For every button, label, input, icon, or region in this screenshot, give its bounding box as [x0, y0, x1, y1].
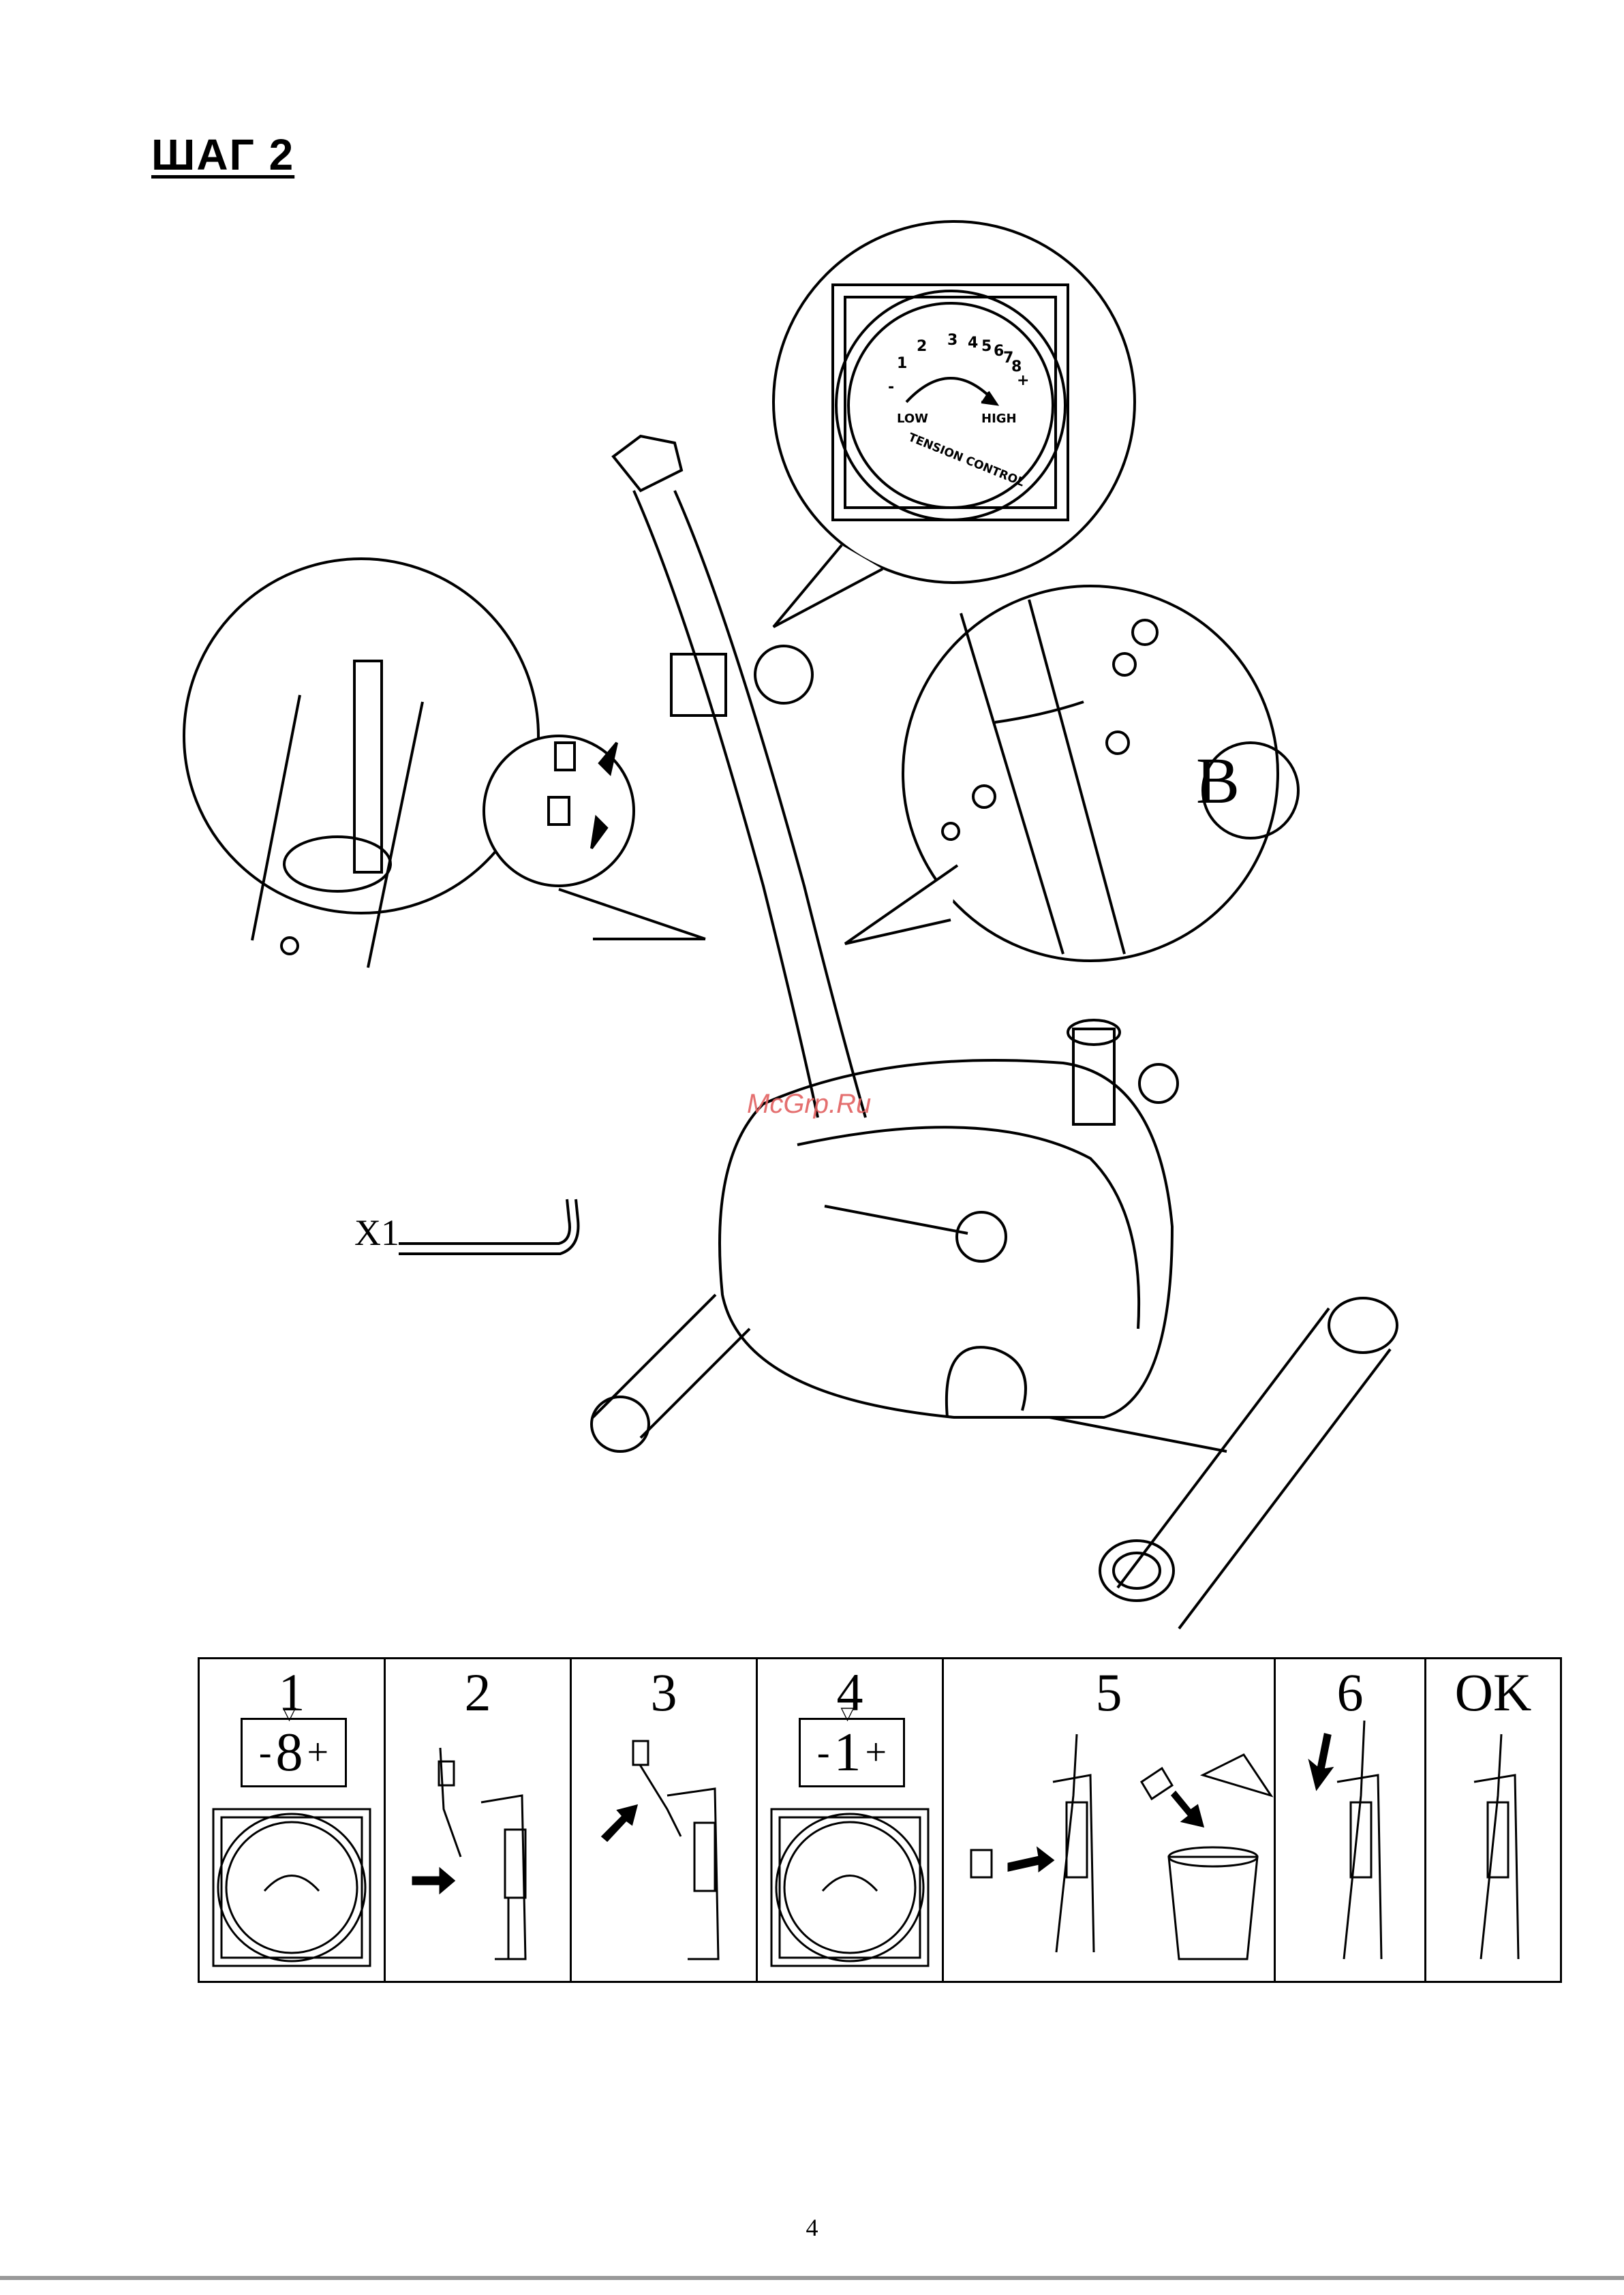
zoom-b-label: B	[1196, 743, 1240, 818]
step-2: 2	[386, 1659, 572, 1981]
allen-key-icon	[399, 1199, 578, 1254]
step-3: 3	[572, 1659, 758, 1981]
tension-dial-zoom: LOW HIGH TENSION CONTROL - 1 2 3 4 5 6 7…	[773, 221, 1135, 627]
dial-high-label: HIGH	[981, 412, 1017, 426]
step-ok: OK	[1426, 1659, 1560, 1981]
cable-connection-zoom	[184, 559, 709, 968]
dial-num-1: 1	[897, 355, 907, 372]
dial-control-label: TENSION CONTROL	[906, 431, 1026, 490]
cable-disconnect-icon	[386, 1659, 570, 1981]
dial-low-label: LOW	[897, 412, 928, 426]
cable-insert-icon	[572, 1659, 756, 1981]
step-5: 5	[944, 1659, 1276, 1981]
dial-num-4: 4	[968, 335, 978, 352]
assembled-cable-icon	[1426, 1659, 1560, 1981]
page-number: 4	[0, 2213, 1624, 2242]
exercise-bike-illustration: LOW HIGH TENSION CONTROL - 1 2 3 4 5 6 7…	[0, 0, 1624, 1635]
tension-dial-icon	[758, 1659, 942, 1981]
dial-num-3: 3	[947, 332, 957, 349]
watermark: McGrp.Ru	[747, 1089, 871, 1120]
remove-cap-discard-icon	[944, 1659, 1274, 1981]
step-1: 1 - 8 +	[200, 1659, 386, 1981]
tool-quantity-label: X1	[354, 1212, 399, 1254]
reconnect-cable-icon	[1276, 1659, 1424, 1981]
dial-num-5: 5	[981, 338, 992, 355]
bike-frame	[592, 436, 1397, 1629]
step-4: 4 - 1 +	[758, 1659, 944, 1981]
dial-num-2: 2	[917, 338, 927, 355]
dial-num-plus: +	[1017, 372, 1029, 389]
step-6: 6	[1276, 1659, 1426, 1981]
steps-strip: 1 - 8 + 2 3	[198, 1657, 1562, 1983]
tension-dial-icon	[200, 1659, 384, 1981]
bottom-rule	[0, 2276, 1624, 2280]
dial-num-minus: -	[888, 379, 894, 396]
